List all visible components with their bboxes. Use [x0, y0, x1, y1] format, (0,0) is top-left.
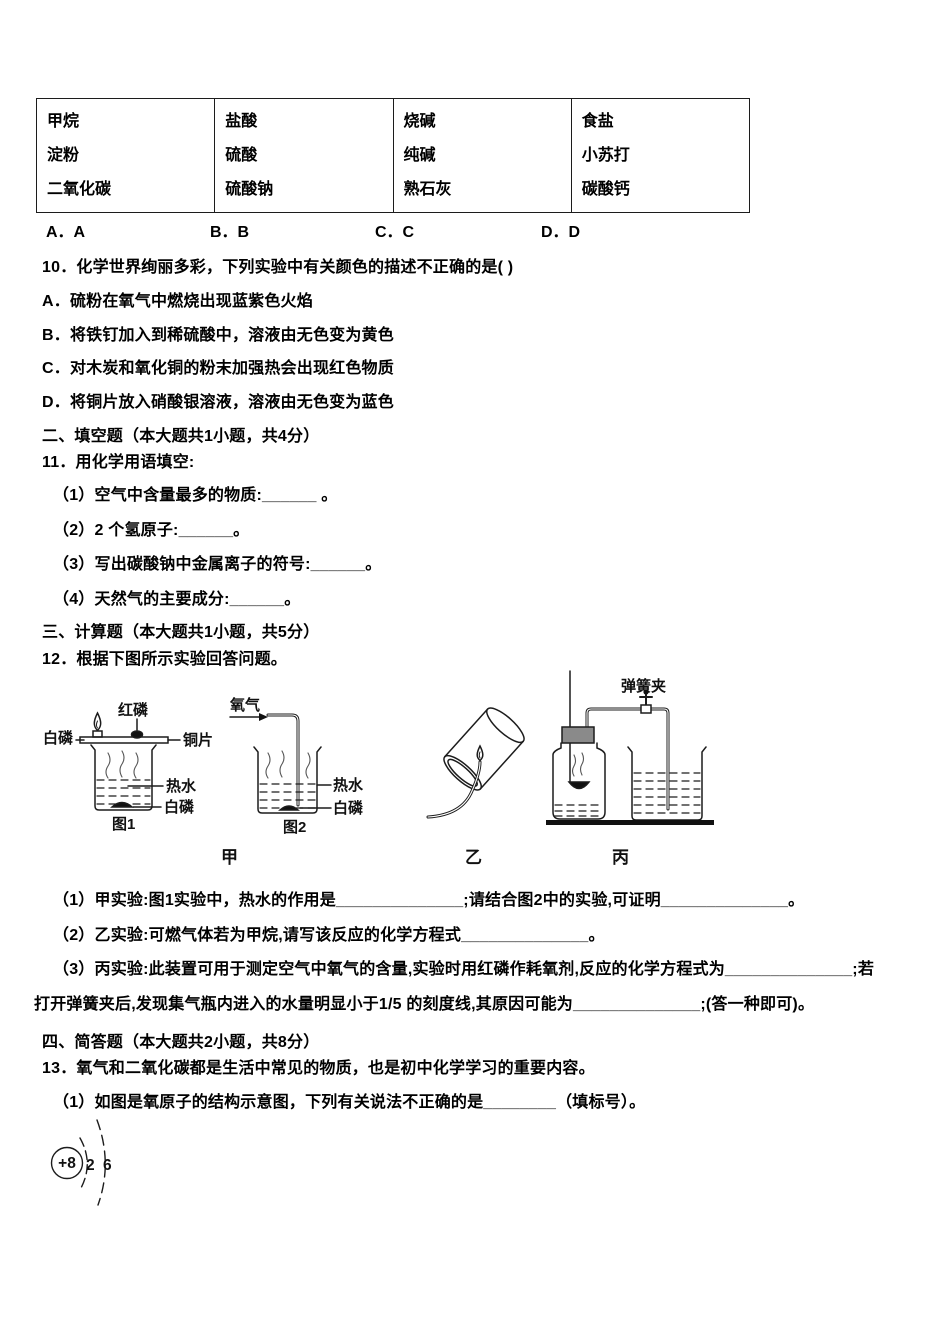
group-label-yi: 乙: [465, 848, 482, 867]
white-phosphorus-lump: [110, 801, 134, 808]
q13-part-1: （1）如图是氧原子的结构示意图，下列有关说法不正确的是________（填标号）…: [53, 1094, 646, 1111]
red-phosphorus-lump: [130, 730, 144, 739]
section3-header: 三、计算题（本大题共1小题，共5分）: [42, 624, 320, 641]
flame-icon: [476, 744, 484, 762]
table-cell: 盐酸: [225, 113, 258, 130]
fig2-label-white-phosphorus: 白磷: [333, 799, 364, 817]
q10-option-a: A．硫粉在氧气中燃烧出现蓝紫色火焰: [42, 293, 313, 310]
fig1-label-red-phosphorus: 红磷: [118, 701, 149, 719]
answer-option-c: C．C: [375, 224, 415, 241]
atom-nucleus-circle: [50, 1146, 84, 1180]
table-cell: 食盐: [581, 113, 614, 130]
bing-label-spring-clamp: 弹簧夹: [621, 677, 666, 695]
group-label-jia: 甲: [221, 848, 238, 867]
q11-stem: 11．用化学用语填空:: [42, 454, 195, 471]
answer-option-b: B．B: [210, 224, 250, 241]
q12-part-1: （1）甲实验:图1实验中，热水的作用是______________;请结合图2中…: [53, 892, 805, 909]
connecting-tube: [585, 707, 670, 811]
table-column-b: 盐酸 硫酸 硫酸钠: [215, 99, 394, 212]
table-cell: 二氧化碳: [47, 181, 112, 198]
fig2-apparatus: [229, 713, 332, 814]
white-phosphorus-lump: [278, 805, 300, 811]
oxygen-atom-diagram: +8 2 6: [28, 1116, 158, 1221]
experiment-figure: 白磷 红磷 铜片 热水 白磷 图1: [0, 663, 950, 880]
answer-options-row: A．A B．B C．C D．D: [0, 218, 950, 241]
fig1-apparatus: [75, 711, 181, 811]
answer-option-a: A．A: [46, 224, 86, 241]
table-column-c: 烧碱 纯碱 熟石灰: [394, 99, 572, 212]
atom-nucleus-charge: +8: [58, 1155, 76, 1172]
table-cell: 硫酸钠: [225, 181, 274, 198]
substance-table: 甲烷 淀粉 二氧化碳 盐酸 硫酸 硫酸钠 烧碱 纯碱 熟石灰 食盐 小苏打 碳酸…: [36, 98, 750, 213]
group-label-bing: 丙: [612, 848, 629, 867]
table-cell: 淀粉: [47, 147, 80, 164]
fig1-caption: 图1: [112, 816, 135, 833]
ground-line: [546, 820, 714, 825]
section2-header: 二、填空题（本大题共1小题，共4分）: [42, 428, 320, 445]
q12-part-3-continued: 打开弹簧夹后,发现集气瓶内进入的水量明显小于1/5 的刻度线,其原因可能为___…: [34, 996, 815, 1013]
table-cell: 小苏打: [581, 147, 630, 164]
fig1-label-copper: 铜片: [183, 731, 213, 749]
flame-icon: [92, 711, 103, 738]
fig2-label-hot-water: 热水: [333, 776, 364, 794]
experiment-figure-svg: 白磷 红磷 铜片 热水 白磷 图1: [43, 670, 714, 867]
fig2-label-oxygen: 氧气: [229, 696, 260, 714]
table-cell: 甲烷: [47, 113, 80, 130]
fig1-label-white-phosphorus-left: 白磷: [43, 729, 74, 747]
combustion-spoon: [567, 781, 591, 790]
beaker-water-lines: [633, 772, 701, 814]
atom-shell-arc-inner: [79, 1137, 88, 1189]
vapor-lines: [265, 750, 311, 779]
bottle-water-lines: [554, 804, 604, 817]
table-cell: 碳酸钙: [581, 181, 630, 198]
answer-option-d: D．D: [541, 224, 581, 241]
smoke-lines: [571, 752, 585, 777]
q10-option-b: B．将铁钉加入到稀硫酸中，溶液由无色变为黄色: [42, 327, 394, 344]
atom-shell-inner-count: 2: [86, 1157, 95, 1174]
table-column-d: 食盐 小苏打 碳酸钙: [572, 99, 749, 212]
fig1-label-hot-water: 热水: [166, 777, 197, 795]
fig1-label-white-phosphorus-bottom: 白磷: [164, 798, 195, 816]
q10-option-d: D．将铜片放入硝酸银溶液，溶液由无色变为蓝色: [42, 394, 394, 411]
fig2-beaker: [253, 746, 322, 814]
bing-apparatus: [546, 670, 714, 825]
q13-stem: 13．氧气和二氧化碳都是生活中常见的物质，也是初中化学学习的重要内容。: [42, 1060, 595, 1077]
copper-sheet: [79, 736, 169, 744]
hot-water-lines: [96, 779, 151, 805]
arrow-icon: [259, 713, 268, 721]
atom-shell-outer-count: 6: [103, 1157, 112, 1174]
q12-part-3: （3）丙实验:此装置可用于测定空气中氧气的含量,实验时用红磷作耗氧剂,反应的化学…: [53, 961, 875, 978]
table-cell: 硫酸: [225, 147, 258, 164]
yi-apparatus: [426, 707, 525, 819]
fig2-caption: 图2: [283, 819, 306, 836]
table-cell: 熟石灰: [403, 181, 452, 198]
q11-part-3: （3）写出碳酸钠中金属离子的符号:______。: [53, 556, 382, 573]
spring-clamp-icon: [639, 689, 653, 714]
q11-part-2: （2）2 个氢原子:______。: [53, 522, 250, 539]
q11-part-1: （1）空气中含量最多的物质:______ 。: [53, 487, 338, 504]
hot-water-lines: [259, 783, 316, 809]
vapor-lines: [105, 750, 139, 779]
q12-part-2: （2）乙实验:可燃气体若为甲烷,请写该反应的化学方程式_____________…: [53, 927, 605, 944]
section4-header: 四、简答题（本大题共2小题，共8分）: [42, 1034, 320, 1051]
table-cell: 烧碱: [403, 113, 436, 130]
stopper: [561, 726, 595, 744]
atom-shell-arc-outer: [96, 1119, 106, 1206]
atom-diagram-svg: +8 2 6: [50, 1119, 112, 1206]
q10-option-c: C．对木炭和氧化铜的粉末加强热会出现红色物质: [42, 360, 394, 377]
gas-bottle: [552, 742, 606, 820]
q10-stem: 10．化学世界绚丽多彩，下列实验中有关颜色的描述不正确的是( ): [42, 259, 514, 276]
table-cell: 纯碱: [403, 147, 436, 164]
q12-stem: 12．根据下图所示实验回答问题。: [42, 651, 287, 668]
table-column-a: 甲烷 淀粉 二氧化碳: [37, 99, 216, 212]
tilted-cup: [443, 707, 525, 791]
q11-part-4: （4）天然气的主要成分:______。: [53, 591, 301, 608]
